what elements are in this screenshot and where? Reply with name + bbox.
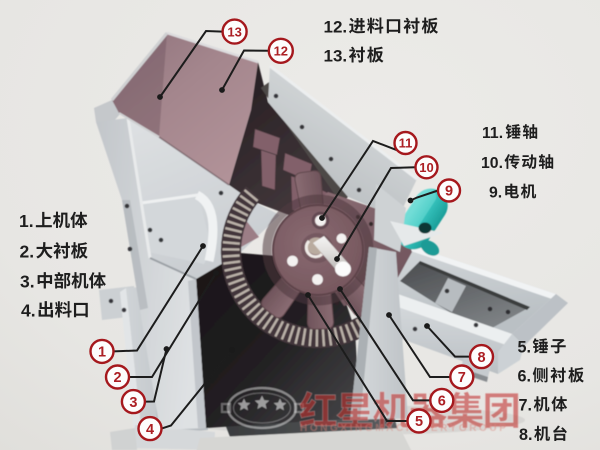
- svg-text:13.: 13.: [324, 47, 348, 66]
- svg-text:9.: 9.: [489, 185, 502, 202]
- svg-text:3: 3: [129, 395, 137, 411]
- svg-text:12.: 12.: [324, 18, 348, 37]
- svg-text:9: 9: [445, 184, 453, 200]
- svg-text:5.: 5.: [518, 339, 532, 357]
- svg-text:12: 12: [274, 43, 288, 58]
- svg-text:10.: 10.: [481, 155, 503, 172]
- svg-text:1.: 1.: [19, 211, 34, 231]
- svg-text:8: 8: [477, 350, 485, 366]
- svg-text:5: 5: [415, 414, 423, 430]
- svg-text:13: 13: [227, 24, 241, 39]
- svg-text:11: 11: [399, 136, 413, 151]
- svg-text:10: 10: [419, 160, 433, 175]
- svg-text:2.: 2.: [20, 242, 35, 262]
- svg-text:7: 7: [458, 370, 466, 386]
- svg-text:11.: 11.: [482, 125, 503, 142]
- svg-text:7.: 7.: [519, 397, 533, 415]
- svg-text:HONGXINGMACHINERYGROUP: HONGXINGMACHINERYGROUP: [300, 423, 509, 434]
- svg-text:3.: 3.: [20, 272, 35, 292]
- svg-text:6: 6: [438, 394, 446, 410]
- svg-text:4: 4: [146, 422, 154, 438]
- svg-text:4.: 4.: [21, 301, 36, 321]
- svg-text:2: 2: [113, 370, 121, 386]
- svg-text:8.: 8.: [519, 426, 533, 444]
- svg-text:1: 1: [98, 345, 106, 361]
- svg-text:6.: 6.: [518, 368, 532, 386]
